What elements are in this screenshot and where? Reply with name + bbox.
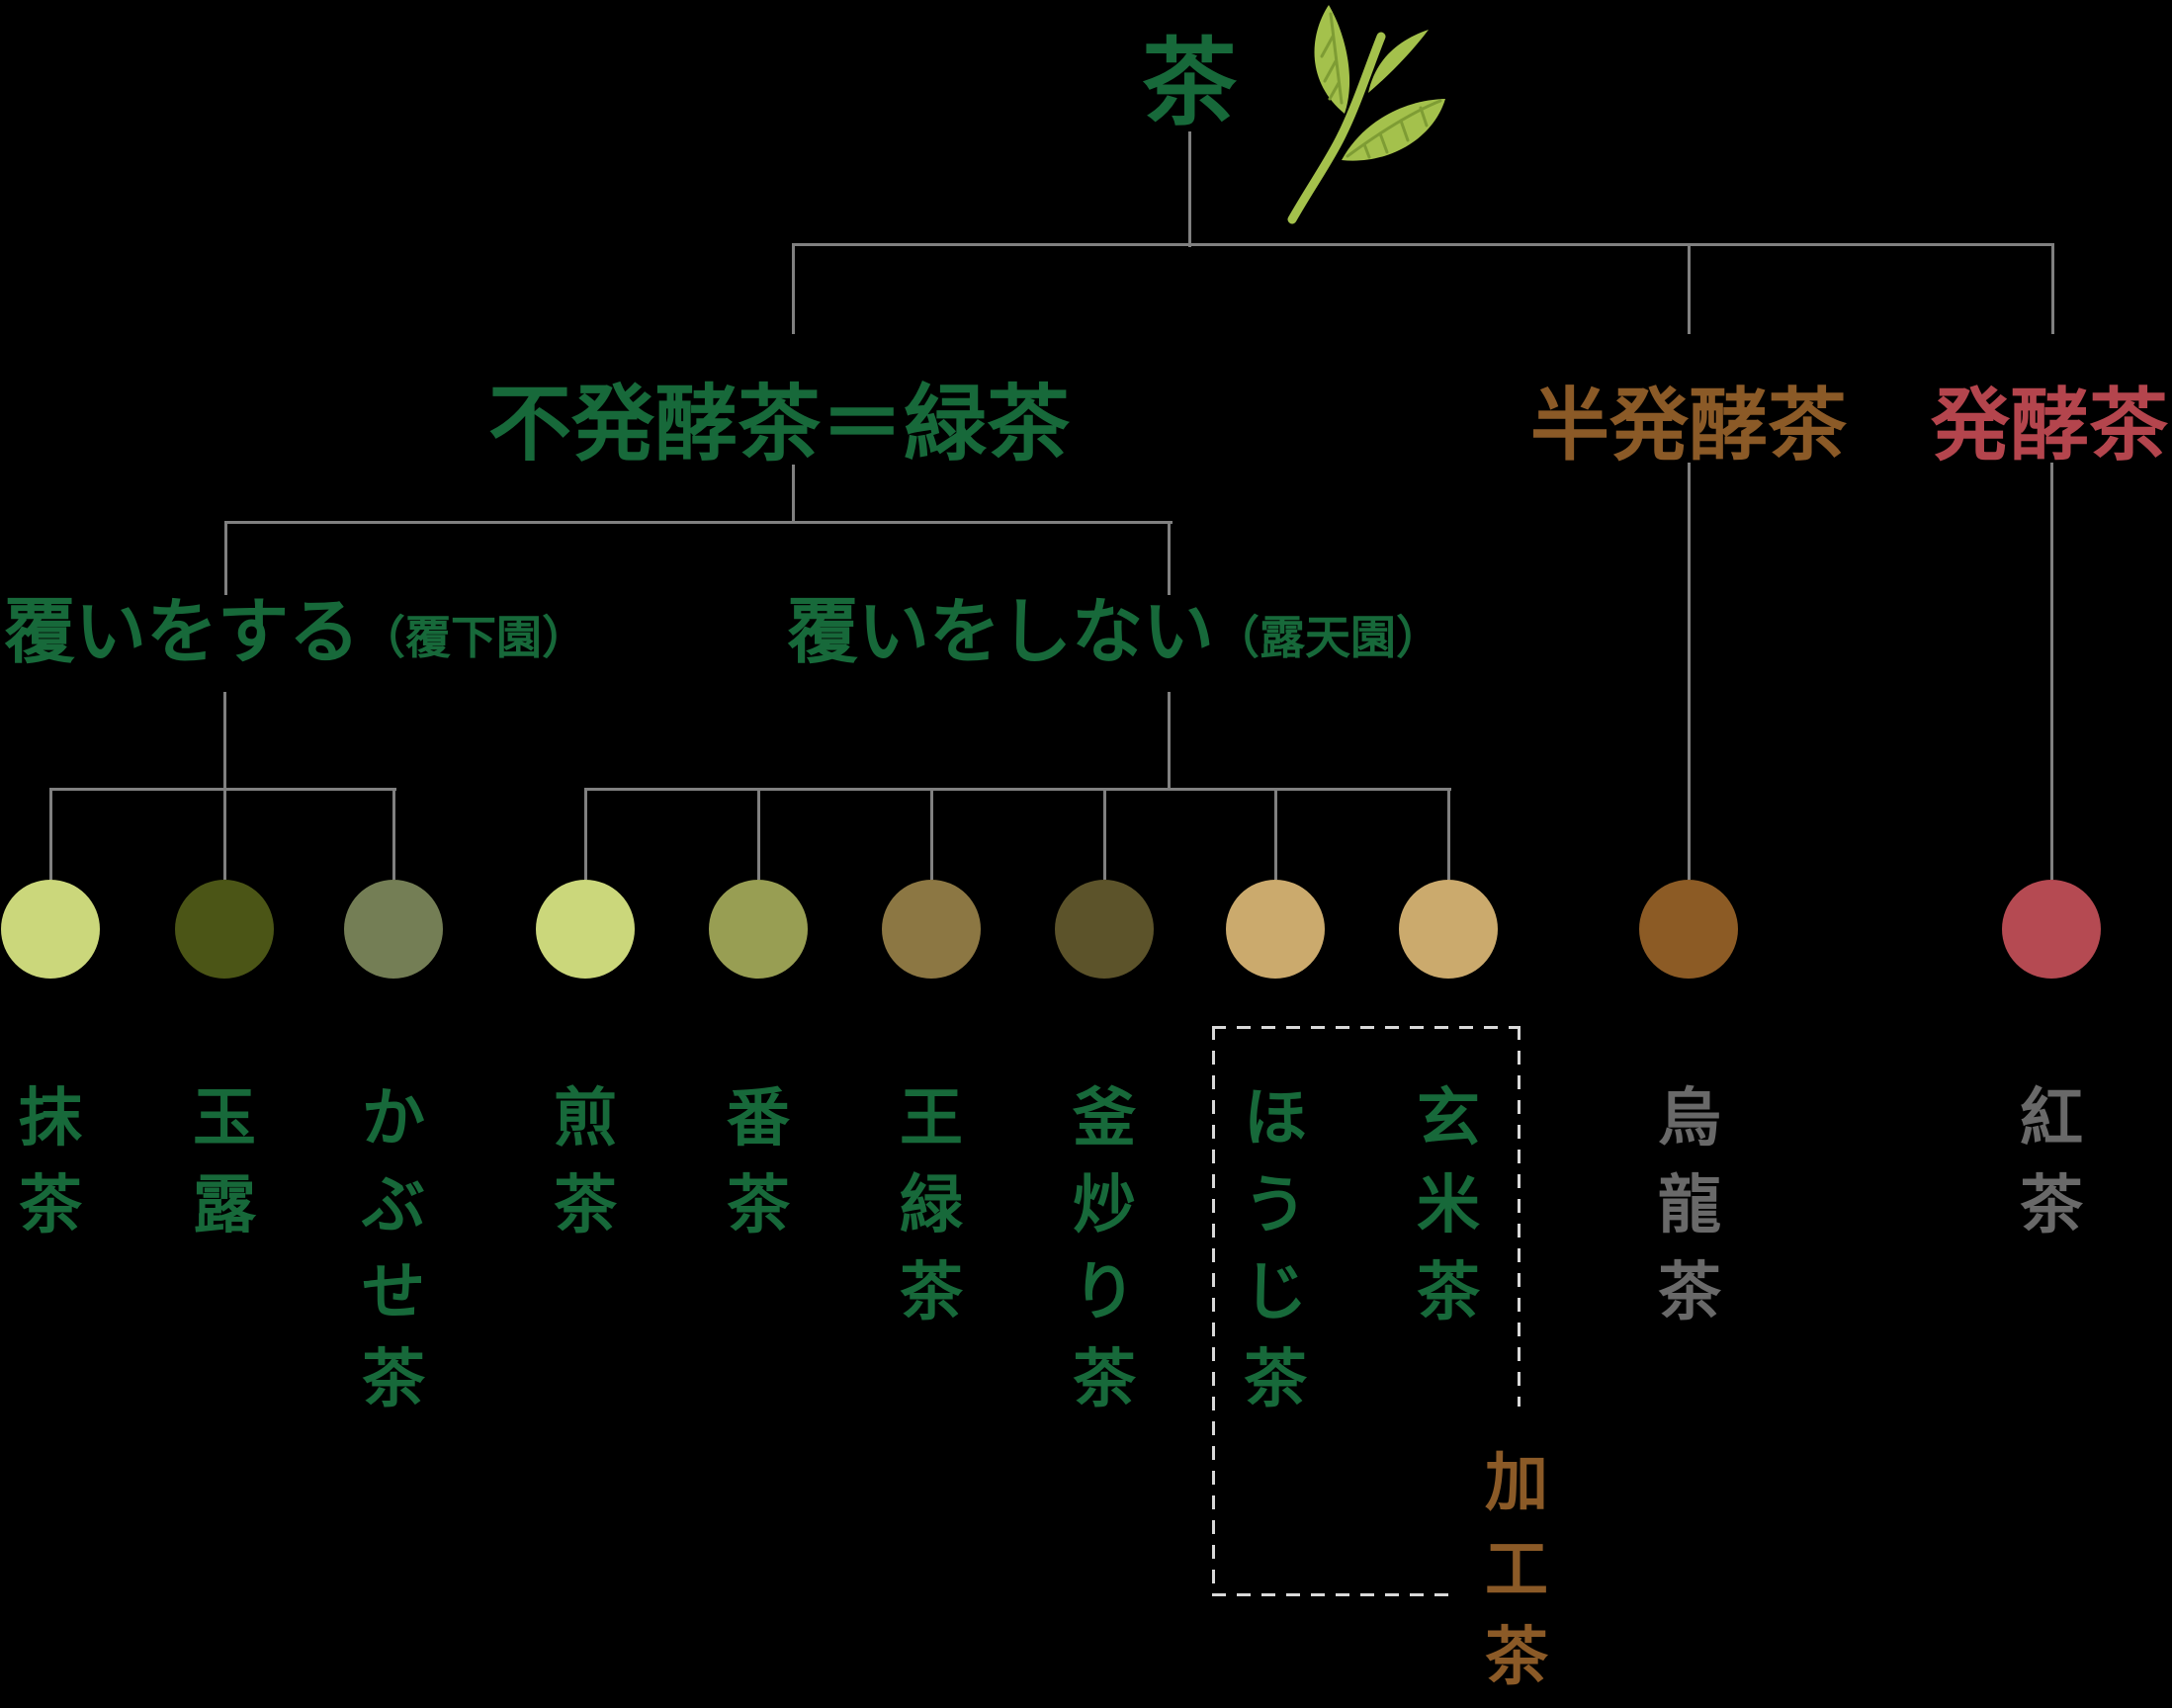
tea-name-kamairicha: 釜炒り茶 [1073,1082,1136,1414]
tea-circle-sencha [536,880,635,979]
connector-drop-unfermented [792,243,795,334]
tea-name-oolong: 烏龍茶 [1658,1082,1721,1327]
branch-label-uncovered-cultivation: 覆いをしない （露天園） [787,597,1441,668]
connector-drop-matcha [49,788,52,880]
processed-tea-label: 加工茶 [1485,1447,1548,1692]
connector-level2-hline [224,521,1173,524]
tea-circle-kocha [2002,880,2101,979]
tea-name-tamaryokucha: 王緑茶 [900,1082,963,1327]
uncovered-label: 覆いをしない [787,593,1215,672]
page-title: 茶 [1142,31,1237,136]
tea-circle-oolong [1639,880,1738,979]
connector-drop-fermented [2051,243,2054,334]
connector-drop-uncovered [1168,521,1171,595]
connector-drop-bancha [757,788,760,880]
uncovered-label-note: （露天園） [1214,612,1442,663]
connector-unfermented-stem [792,465,795,523]
tea-circle-matcha [1,880,100,979]
processed-tea-box-bottom [1212,1593,1449,1596]
branch-label-unfermented-green-tea: 不発酵茶＝緑茶 [487,378,1070,470]
connector-drop-tamaryokucha [930,788,933,880]
branch-label-fermented-tea: 発酵茶 [1931,382,2168,470]
covered-label-note: （覆下園） [360,612,588,663]
processed-tea-box-top [1212,1026,1520,1029]
connector-drop-kamairicha [1103,788,1106,880]
tea-circle-genmaicha [1399,880,1498,979]
tea-circle-kabusecha [344,880,443,979]
connector-drop-sencha [584,788,587,880]
connector-root-stem [1188,131,1191,247]
connector-uncovered-stem [1168,692,1171,790]
connector-covered-stem [223,692,226,790]
tea-name-gyokuro: 玉露 [193,1082,256,1240]
connector-drop-covered [224,521,227,595]
connector-drop-gyokuro [223,788,226,880]
tea-name-matcha: 抹茶 [19,1082,82,1240]
connector-uncovered-hline [584,788,1451,791]
tea-name-hojicha: ほうじ茶 [1244,1082,1307,1414]
tea-circle-hojicha [1226,880,1325,979]
tea-circle-bancha [709,880,808,979]
processed-tea-box-right [1518,1026,1520,1407]
connector-level1-hline [792,243,2054,246]
tea-name-kabusecha: かぶせ茶 [362,1082,425,1414]
branch-label-semi-fermented-tea: 半発酵茶 [1530,382,1847,470]
connector-kocha-stem [2050,463,2053,880]
connector-drop-semi [1688,243,1691,334]
connector-drop-genmaicha [1447,788,1450,880]
connector-drop-kabusecha [392,788,395,880]
tea-name-genmaicha: 玄米茶 [1417,1082,1480,1327]
covered-label: 覆いをする [4,593,361,672]
processed-tea-box-left [1212,1026,1215,1596]
connector-drop-hojicha [1274,788,1277,880]
branch-label-covered-cultivation: 覆いをする （覆下園） [4,597,587,668]
tea-circle-gyokuro [175,880,274,979]
tea-leaf-icon [1287,5,1445,224]
connector-oolong-stem [1688,463,1691,880]
tea-circle-kamairicha [1055,880,1154,979]
tea-name-bancha: 番茶 [727,1082,790,1240]
tea-circle-tamaryokucha [882,880,981,979]
tea-name-sencha: 煎茶 [554,1082,617,1240]
tea-name-kocha: 紅茶 [2020,1082,2083,1240]
connector-covered-hline [49,788,396,791]
